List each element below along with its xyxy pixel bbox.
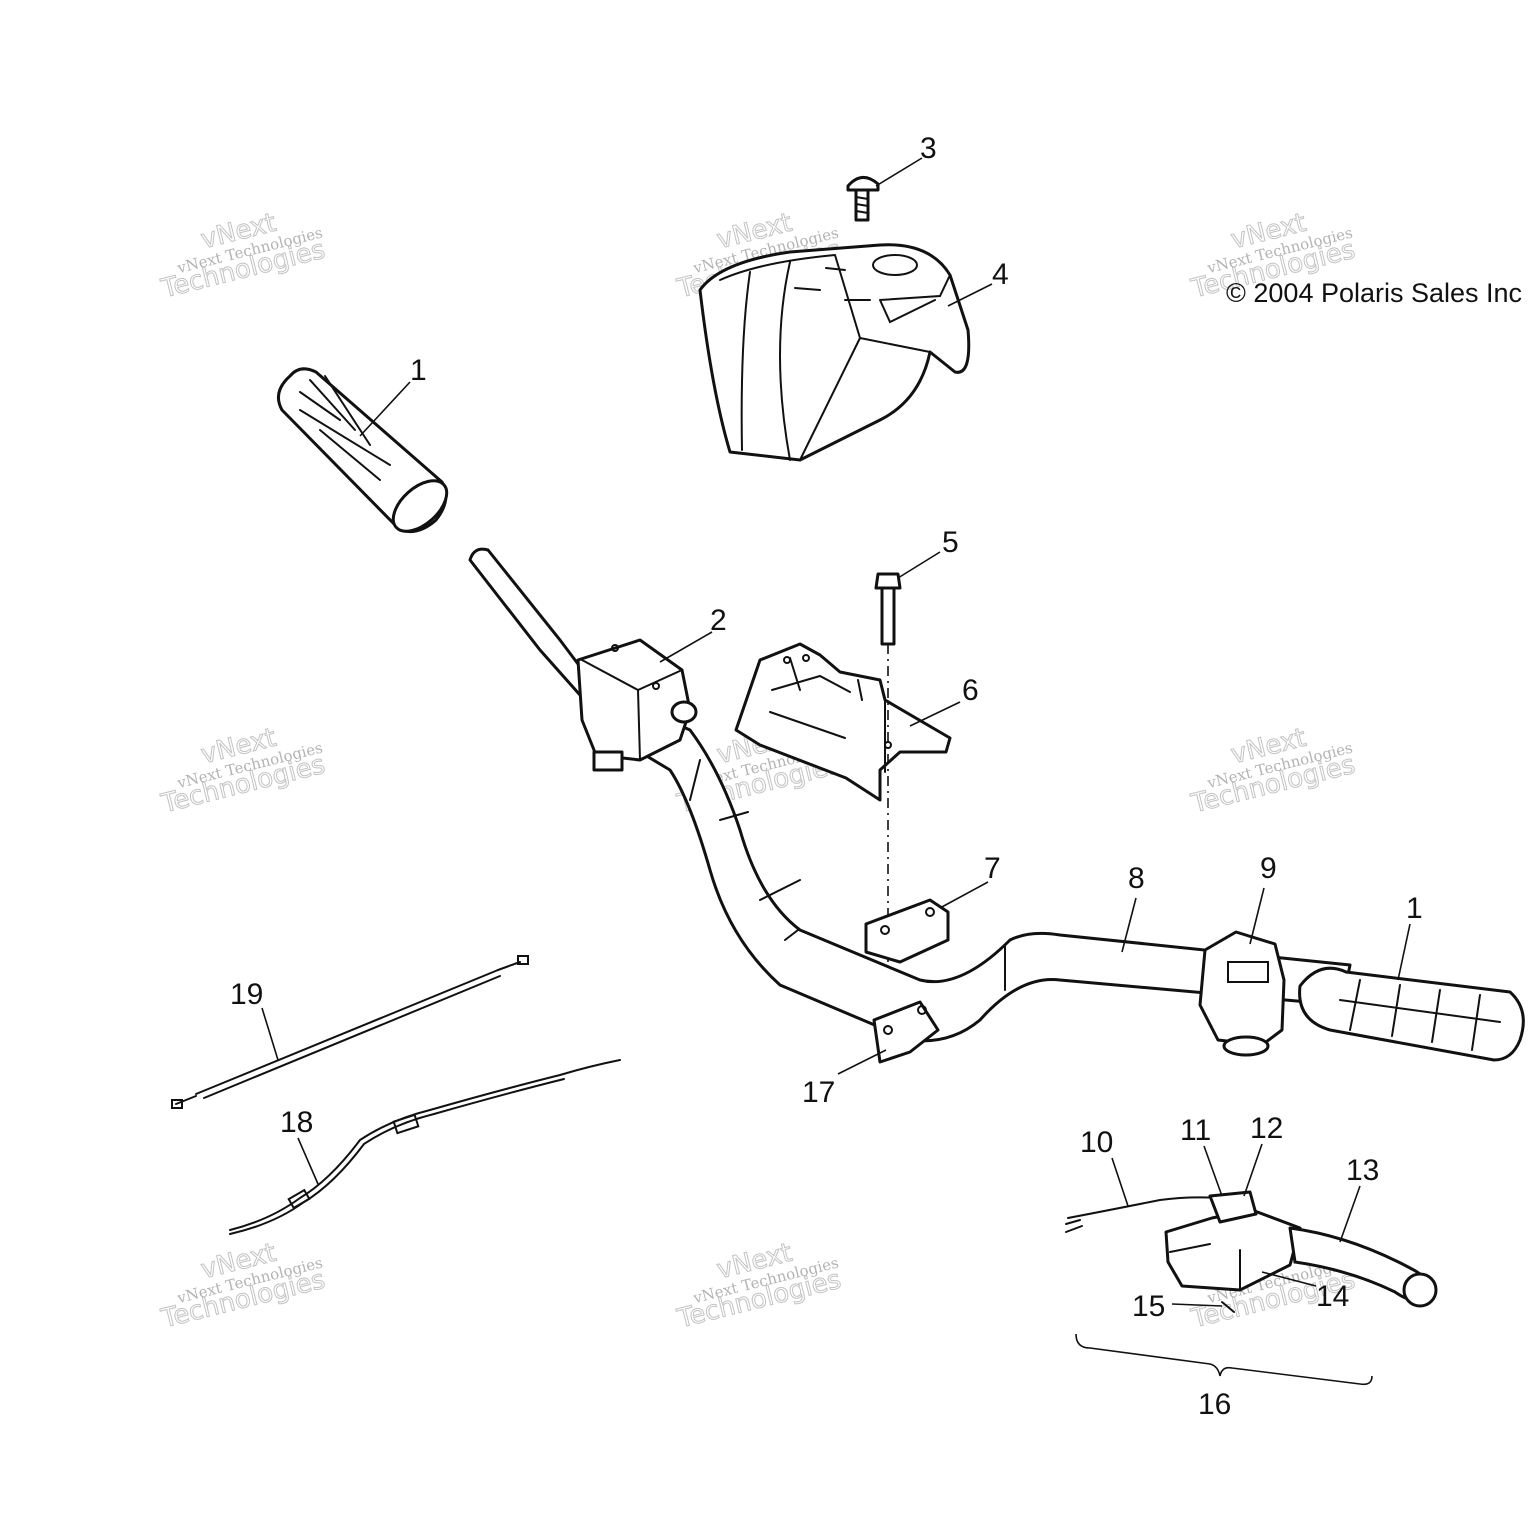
left-grip-part (276, 367, 449, 534)
callout-labels: 1 2 3 4 5 6 7 8 9 1 10 11 12 13 14 15 16… (230, 132, 1423, 1421)
brake-cable-part (171, 955, 529, 1109)
bolt-part (874, 572, 902, 646)
callout-switch-housing: 9 (1260, 852, 1277, 885)
callout-bolt: 5 (942, 526, 959, 559)
callout-screw: 3 (920, 132, 937, 165)
callout-headlight-pod: 4 (992, 258, 1009, 291)
callout-brake-lever: 13 (1346, 1154, 1379, 1187)
callout-lever-assembly: 16 (1198, 1388, 1231, 1421)
throttle-housing-part (576, 638, 698, 772)
copyright-notice: © 2004 Polaris Sales Inc (1226, 278, 1522, 308)
callout-part-12: 12 (1250, 1112, 1283, 1145)
right-grip-part (1298, 966, 1525, 1062)
switch-housing-part (1198, 930, 1286, 1057)
screw-part (846, 176, 880, 222)
callout-handlebar: 8 (1128, 862, 1145, 895)
callout-grip-left: 1 (410, 354, 427, 387)
headlight-pod-part (698, 243, 971, 462)
leader-lines (261, 157, 1411, 1307)
callout-throttle-housing: 2 (710, 604, 727, 637)
watermark: vNext vNext Technologies Technologies (1187, 722, 1358, 820)
throttle-cable-part (229, 1059, 621, 1235)
upper-clamp-part (864, 898, 950, 964)
watermark: vNext vNext Technologies Technologies (673, 1237, 844, 1335)
watermark: vNext vNext Technologies Technologies (157, 1237, 328, 1335)
lever-assembly-part (1065, 1190, 1438, 1313)
callout-part-15: 15 (1132, 1290, 1165, 1323)
callout-lower-clamp: 17 (802, 1076, 835, 1109)
callout-wire-harness: 10 (1080, 1126, 1113, 1159)
callout-upper-clamp: 7 (984, 852, 1001, 885)
callout-throttle-cable: 18 (280, 1106, 313, 1139)
callout-part-14: 14 (1316, 1280, 1349, 1313)
callout-part-11: 11 (1180, 1114, 1211, 1147)
callout-bracket: 6 (962, 674, 979, 707)
watermark: vNext vNext Technologies Technologies (157, 722, 328, 820)
lower-clamp-part (872, 1000, 940, 1064)
callout-brake-cable: 19 (230, 978, 263, 1011)
watermark: vNext vNext Technologies Technologies (157, 207, 328, 305)
assembly-bracket (1075, 1333, 1373, 1386)
callout-grip-right: 1 (1406, 892, 1423, 925)
